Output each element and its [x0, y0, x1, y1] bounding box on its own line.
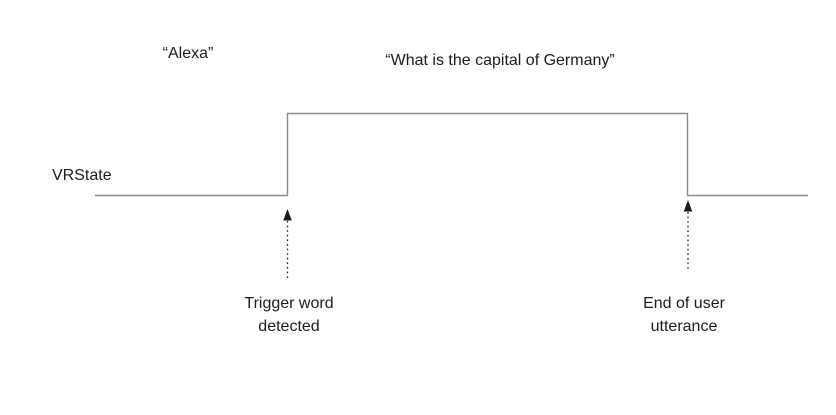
rising-edge-annotation: Trigger word detected [244, 295, 334, 335]
vrstate-waveform-line [95, 112, 808, 197]
signal-name-label: VRState [52, 167, 112, 184]
trigger-phrase-label: “Alexa” [162, 45, 214, 62]
falling-edge-annotation: End of user utterance [643, 295, 725, 335]
falling-edge-arrow [683, 200, 693, 269]
user-utterance-label: “What is the capital of Germany” [385, 52, 615, 69]
rising-edge-arrow [283, 209, 292, 278]
